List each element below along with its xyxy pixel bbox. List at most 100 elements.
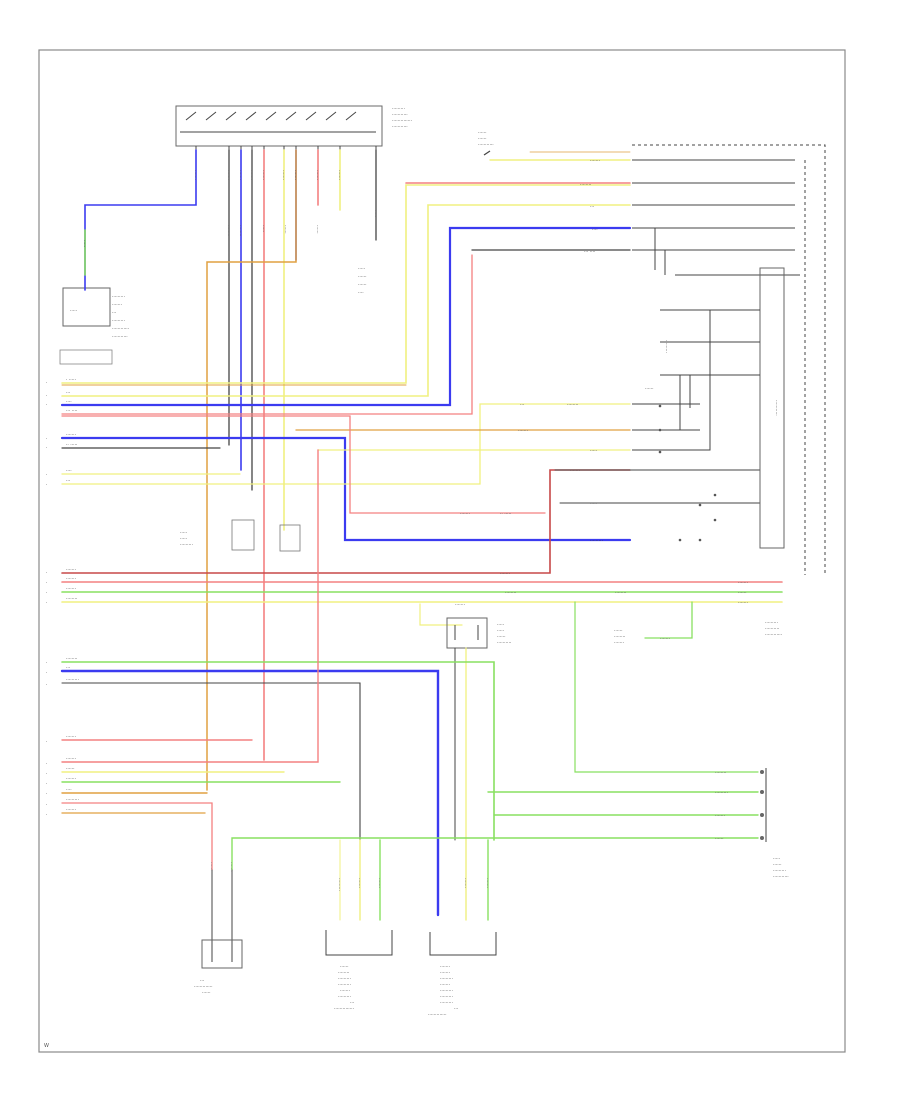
svg-text:·: · <box>46 473 47 478</box>
svg-text:···: ··· <box>590 205 594 210</box>
svg-text:·······: ······· <box>440 971 450 976</box>
svg-text:·····: ····· <box>773 857 780 862</box>
svg-text:·······: ······· <box>484 878 489 888</box>
atf-temp-sensor-symbol: ······ ······· ··· ············· ······ <box>194 862 243 996</box>
svg-text:·: · <box>46 813 47 818</box>
wire-tags-right: ·················· ······· ···· ········… <box>455 159 748 842</box>
svg-text:·: · <box>46 403 47 408</box>
svg-text:·······: ······· <box>660 637 670 642</box>
svg-text:········: ········ <box>66 657 77 662</box>
right-bus-drop <box>654 228 800 276</box>
svg-text:·: · <box>46 762 47 767</box>
svg-text:·······: ······· <box>462 878 467 888</box>
svg-text:·····: ····· <box>590 449 597 454</box>
svg-text:····: ···· <box>358 291 364 296</box>
svg-text:·············: ············· <box>428 1013 447 1018</box>
svg-text:········: ········ <box>505 591 516 596</box>
clutch-switch-symbol: ····· ····· ········· <box>180 519 301 552</box>
footer-code: W <box>44 1043 49 1049</box>
svg-text:·······: ······· <box>280 170 285 180</box>
svg-text:······: ······ <box>738 591 747 596</box>
svg-text:·······: ······· <box>440 983 450 988</box>
svg-text:·: · <box>46 782 47 787</box>
svg-text:·····: ····· <box>497 629 504 634</box>
svg-text:······: ······ <box>358 275 367 280</box>
svg-text:·····: ····· <box>180 537 187 542</box>
svg-text:········: ········ <box>615 591 626 596</box>
svg-text:·······: ······· <box>66 777 76 782</box>
svg-text:·········: ········· <box>66 678 79 683</box>
svg-text:······: ······ <box>614 629 623 634</box>
svg-text:·······: ······· <box>738 601 748 606</box>
svg-text:·······: ······· <box>614 641 624 646</box>
svg-text:···········: ··········· <box>392 113 408 118</box>
svg-text:··············: ·············· <box>334 1007 354 1012</box>
svg-text:·······: ······· <box>248 170 253 180</box>
wire-yellow-2 <box>61 204 631 397</box>
wire-green-sol-1 <box>574 601 759 773</box>
svg-text:·: · <box>46 792 47 797</box>
svg-text:·····: ····· <box>372 210 377 217</box>
svg-text:····: ···· <box>66 788 72 793</box>
input-speed-sensor-symbol: ········· ······· ······· ······ ·······… <box>325 839 393 1012</box>
svg-text:···: ··· <box>66 479 70 484</box>
svg-text:·······: ······· <box>500 572 510 577</box>
svg-text:·······: ······· <box>66 757 76 762</box>
wire-blue-lower <box>60 669 440 917</box>
svg-text:········: ········ <box>715 771 726 776</box>
diagram-frame <box>38 49 846 1053</box>
svg-text:·····: ····· <box>358 267 365 272</box>
stop-lamp-switch-symbol: ····· ····· ······ ·········· <box>446 617 511 649</box>
svg-text:·······: ······· <box>340 989 350 994</box>
svg-text:·····: ····· <box>260 225 265 232</box>
svg-text:···········: ··········· <box>478 143 494 148</box>
svg-text:···: ··· <box>112 311 116 316</box>
svg-text:·······: ······· <box>376 878 381 888</box>
svg-text:·······: ······· <box>192 170 197 180</box>
svg-text:·: · <box>46 772 47 777</box>
transmission-range-switch-label: ········· ··········· ·············· ···… <box>392 107 412 130</box>
svg-text:·······: ······· <box>292 170 297 180</box>
svg-text:·: · <box>46 671 47 676</box>
svg-text:·······: ······· <box>260 170 265 180</box>
svg-text:·· ·····: ·· ····· <box>66 443 77 448</box>
svg-text:·······: ······· <box>455 603 465 608</box>
svg-text:·: · <box>46 661 47 666</box>
svg-text:··········: ·········· <box>765 627 779 632</box>
svg-text:········: ········ <box>580 183 591 188</box>
wire-tags-left: · ············ ··· ············· ····· ·… <box>66 378 79 813</box>
svg-text:·········: ········· <box>338 983 351 988</box>
wire-green-atf <box>231 837 759 871</box>
svg-text:·········: ········· <box>663 340 668 353</box>
svg-text:············: ············ <box>112 327 129 332</box>
wire-red-lower-2 <box>61 449 319 763</box>
svg-text:·········: ········· <box>590 539 603 544</box>
right-dash-outline <box>632 144 826 575</box>
wire-yellow-bus-3 <box>61 403 631 485</box>
shift-lock-label: ······ ········ ······· <box>614 629 625 646</box>
svg-text:·········: ········· <box>338 995 351 1000</box>
svg-text:·: · <box>46 381 47 386</box>
svg-text:··· ····: ··· ···· <box>66 409 77 414</box>
svg-text:·: · <box>46 740 47 745</box>
right-mid-dots <box>658 404 717 542</box>
svg-text:······: ······ <box>478 137 487 142</box>
wire-red-bus-2 <box>61 254 473 415</box>
svg-text:·······: ······· <box>336 170 341 180</box>
svg-text:·······: ······· <box>570 469 580 474</box>
svg-text:···: ··· <box>350 1001 354 1006</box>
wire-red-bus-3 <box>61 415 546 514</box>
svg-text:·······: ······· <box>314 170 319 180</box>
svg-text:·: · <box>46 601 47 606</box>
svg-text:······: ······ <box>645 387 654 392</box>
svg-text:·········: ········· <box>440 1001 453 1006</box>
svg-text:·······: ······· <box>66 433 76 438</box>
svg-text:·: · <box>46 581 47 586</box>
wire-green-right <box>644 601 693 639</box>
svg-text:·········: ········· <box>336 878 341 891</box>
svg-text:···········: ··········· <box>773 400 778 416</box>
svg-text:·······: ······· <box>518 429 528 434</box>
transmission-control-module-symbol: ··········· ······ ········· <box>645 267 785 549</box>
svg-text:···: ··· <box>66 391 70 396</box>
svg-text:······: ······ <box>358 283 367 288</box>
